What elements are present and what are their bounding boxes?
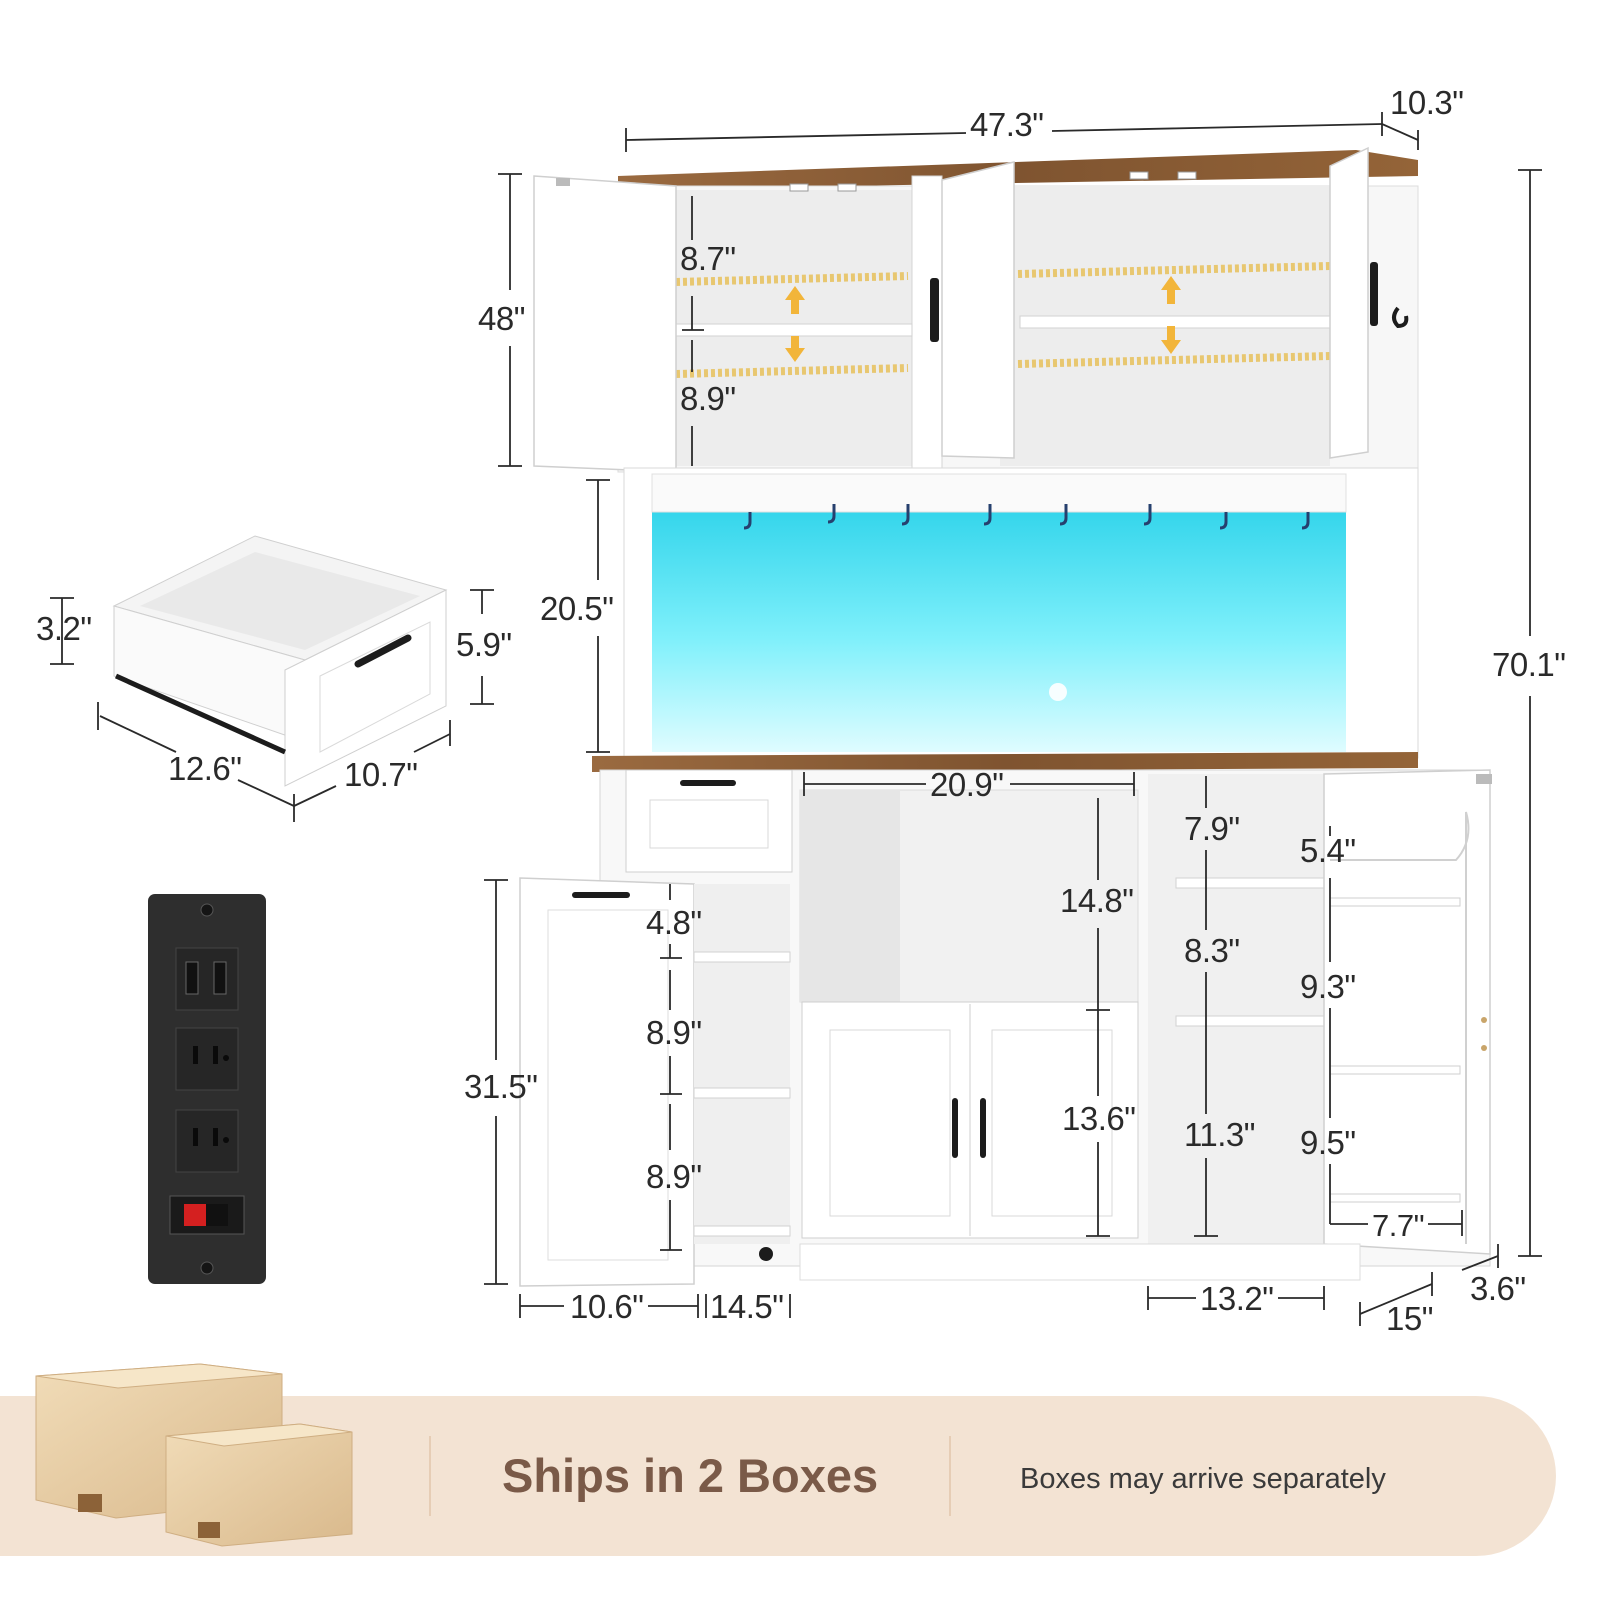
dimension-lines	[50, 112, 1542, 1326]
banner-note: Boxes may arrive separately	[1020, 1463, 1386, 1495]
dim-door-rack-3: 9.5"	[1300, 1124, 1356, 1161]
cabinet-handle	[980, 1098, 986, 1158]
power-outlet-icon	[175, 1027, 239, 1091]
dim-right-shelf-1: 7.9"	[1184, 810, 1240, 847]
base-cabinet	[519, 752, 1492, 1287]
dim-microwave-width: 20.9"	[930, 766, 1003, 803]
adjust-arrow-icon	[785, 276, 1181, 362]
dim-base-depth: 15"	[1386, 1300, 1433, 1337]
hutch-led-section	[623, 467, 1419, 759]
dim-right-shelf-3: 11.3"	[1184, 1116, 1255, 1153]
dim-drawer-inner: 3.2"	[36, 610, 92, 647]
dim-left-door-width: 10.6"	[570, 1288, 643, 1325]
dim-left-shelf-2: 8.9"	[646, 1014, 702, 1051]
dim-base-overhang: 3.6"	[1470, 1270, 1526, 1307]
dim-left-section-width: 14.5"	[710, 1288, 783, 1325]
dim-depth-top: 10.3"	[1390, 84, 1463, 121]
dim-drawer-outer: 5.9"	[456, 626, 512, 663]
dim-upper-gap-top: 8.7"	[680, 240, 736, 277]
shipping-banner: Ships in 2 Boxes Boxes may arrive separa…	[0, 1363, 1556, 1556]
usb-port-icon	[175, 947, 239, 1011]
dim-total-height: 70.1"	[1492, 646, 1565, 683]
led-glow	[652, 500, 1346, 752]
box-icon	[165, 1423, 353, 1547]
power-strip-panel	[148, 894, 266, 1284]
drawer-slide	[114, 673, 287, 755]
dim-microwave-height: 14.8"	[1060, 882, 1133, 919]
dim-right-section-width: 13.2"	[1200, 1280, 1273, 1317]
dim-hutch-opening: 20.5"	[540, 590, 613, 627]
adjustable-shelf-rails	[675, 262, 1331, 378]
power-switch-icon	[169, 1195, 245, 1235]
dim-cabinet-height: 13.6"	[1062, 1100, 1135, 1137]
banner-title: Ships in 2 Boxes	[502, 1449, 878, 1502]
hanging-hook-icon	[743, 504, 1310, 530]
dim-right-shelf-2: 8.3"	[1184, 932, 1240, 969]
hook-icon	[1392, 306, 1409, 329]
dim-base-height: 31.5"	[464, 1068, 537, 1105]
dimension-labels: 47.3" 10.3" 70.1" 48" 8.7" 8.9" 20.5" 3.…	[36, 84, 1566, 1337]
door-handle	[1370, 262, 1378, 326]
dim-left-shelf-1: 4.8"	[646, 904, 702, 941]
dim-drawer-length: 12.6"	[168, 750, 241, 787]
dim-upper-gap-bottom: 8.9"	[680, 380, 736, 417]
drawer-handle	[354, 634, 412, 668]
drawer-handle	[680, 780, 736, 786]
dim-left-shelf-3: 8.9"	[646, 1158, 702, 1195]
dim-upper-height: 48"	[478, 300, 525, 337]
power-outlet-icon	[175, 1109, 239, 1173]
cabinet-handle	[952, 1098, 958, 1158]
dim-door-rack-1: 5.4"	[1300, 832, 1356, 869]
dim-door-rack-depth: 7.7"	[1372, 1208, 1424, 1243]
drawer-illustration	[112, 535, 448, 787]
dim-drawer-width: 10.7"	[344, 756, 417, 793]
upper-cabinet	[533, 146, 1419, 479]
dim-overall-width: 47.3"	[970, 106, 1043, 143]
dim-door-rack-2: 9.3"	[1300, 968, 1356, 1005]
caster-wheel	[759, 1247, 773, 1261]
